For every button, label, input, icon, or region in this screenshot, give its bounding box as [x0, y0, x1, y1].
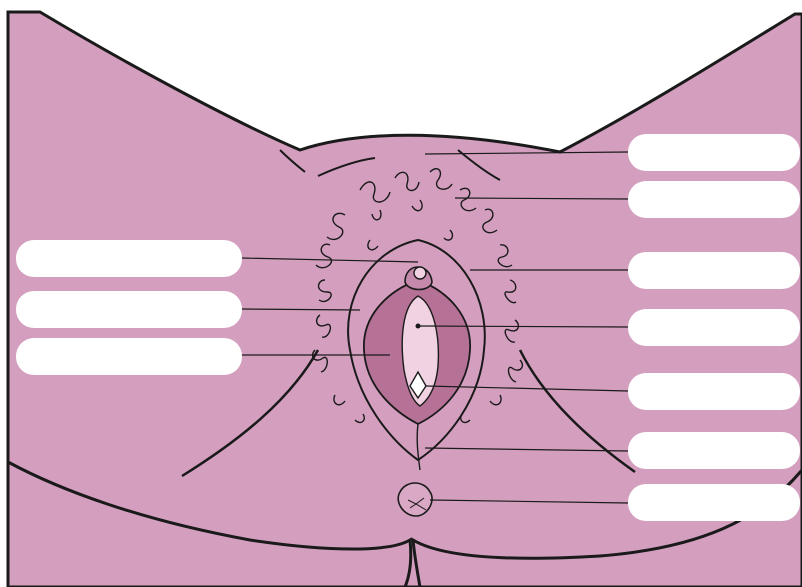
label-box-right-3[interactable] — [628, 252, 800, 289]
clitoris — [414, 267, 426, 279]
label-box-right-4[interactable] — [628, 309, 800, 346]
label-box-right-7[interactable] — [628, 484, 800, 521]
label-box-right-2[interactable] — [628, 181, 800, 218]
label-box-right-5[interactable] — [628, 373, 800, 410]
label-box-right-1[interactable] — [628, 134, 800, 171]
label-box-right-6[interactable] — [628, 432, 800, 469]
label-box-left-3[interactable] — [16, 338, 242, 375]
label-box-left-2[interactable] — [16, 291, 242, 328]
anus — [398, 483, 432, 516]
urethral-opening — [416, 324, 421, 329]
label-box-left-1[interactable] — [16, 240, 242, 277]
